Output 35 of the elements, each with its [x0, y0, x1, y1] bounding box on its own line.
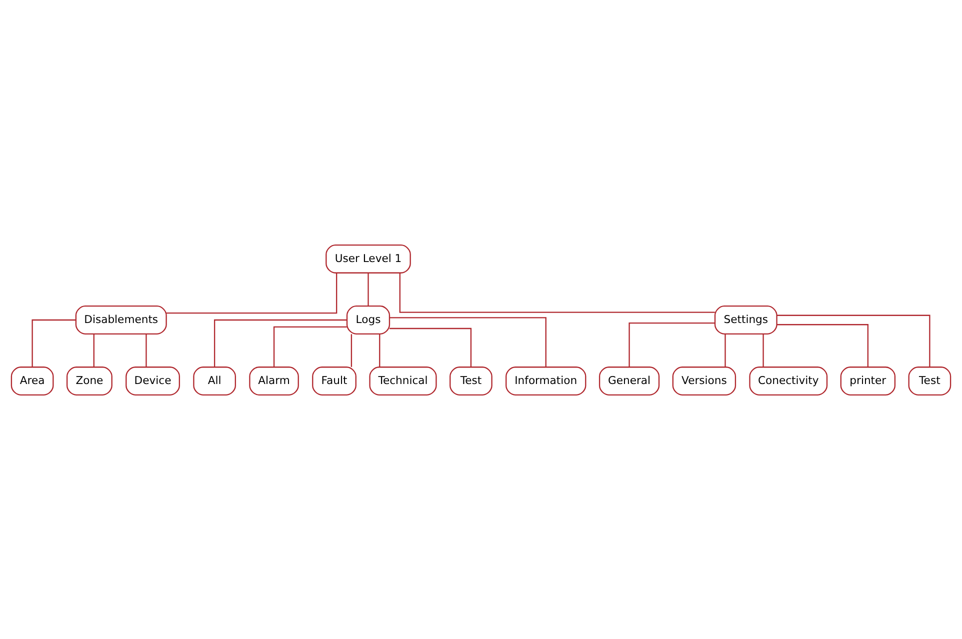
node-box: General — [598, 366, 660, 395]
connector — [762, 334, 764, 366]
node-box: Settings — [714, 305, 778, 334]
node-box: printer — [840, 366, 896, 395]
node-box: Conectivity — [749, 366, 828, 395]
node-box: Disablements — [75, 305, 167, 334]
connector — [776, 314, 930, 367]
connector — [273, 326, 347, 367]
node-box: Test — [450, 366, 492, 395]
connector — [724, 334, 726, 366]
node-box: User Level 1 — [326, 244, 411, 273]
node-box: Zone — [66, 366, 112, 395]
connector — [628, 322, 715, 366]
connector — [146, 334, 147, 366]
node-box: Test — [908, 366, 952, 395]
node-box: Device — [126, 366, 180, 395]
node-box: Area — [10, 366, 54, 395]
connector — [166, 272, 338, 314]
node-box: Versions — [672, 366, 736, 395]
connector — [93, 334, 94, 366]
node-box: Fault — [312, 366, 356, 395]
connector — [399, 272, 715, 312]
node-box: Logs — [346, 305, 390, 334]
connector — [214, 318, 347, 366]
connector — [368, 272, 369, 306]
connector — [379, 334, 380, 366]
connector — [390, 316, 546, 366]
node-box: Technical — [369, 366, 437, 395]
node-box: All — [193, 366, 236, 395]
node-box: Information — [506, 366, 586, 395]
connector — [32, 318, 76, 366]
connector — [777, 324, 868, 367]
connector — [350, 334, 352, 366]
node-box: Alarm — [249, 366, 299, 395]
connector — [390, 327, 472, 366]
